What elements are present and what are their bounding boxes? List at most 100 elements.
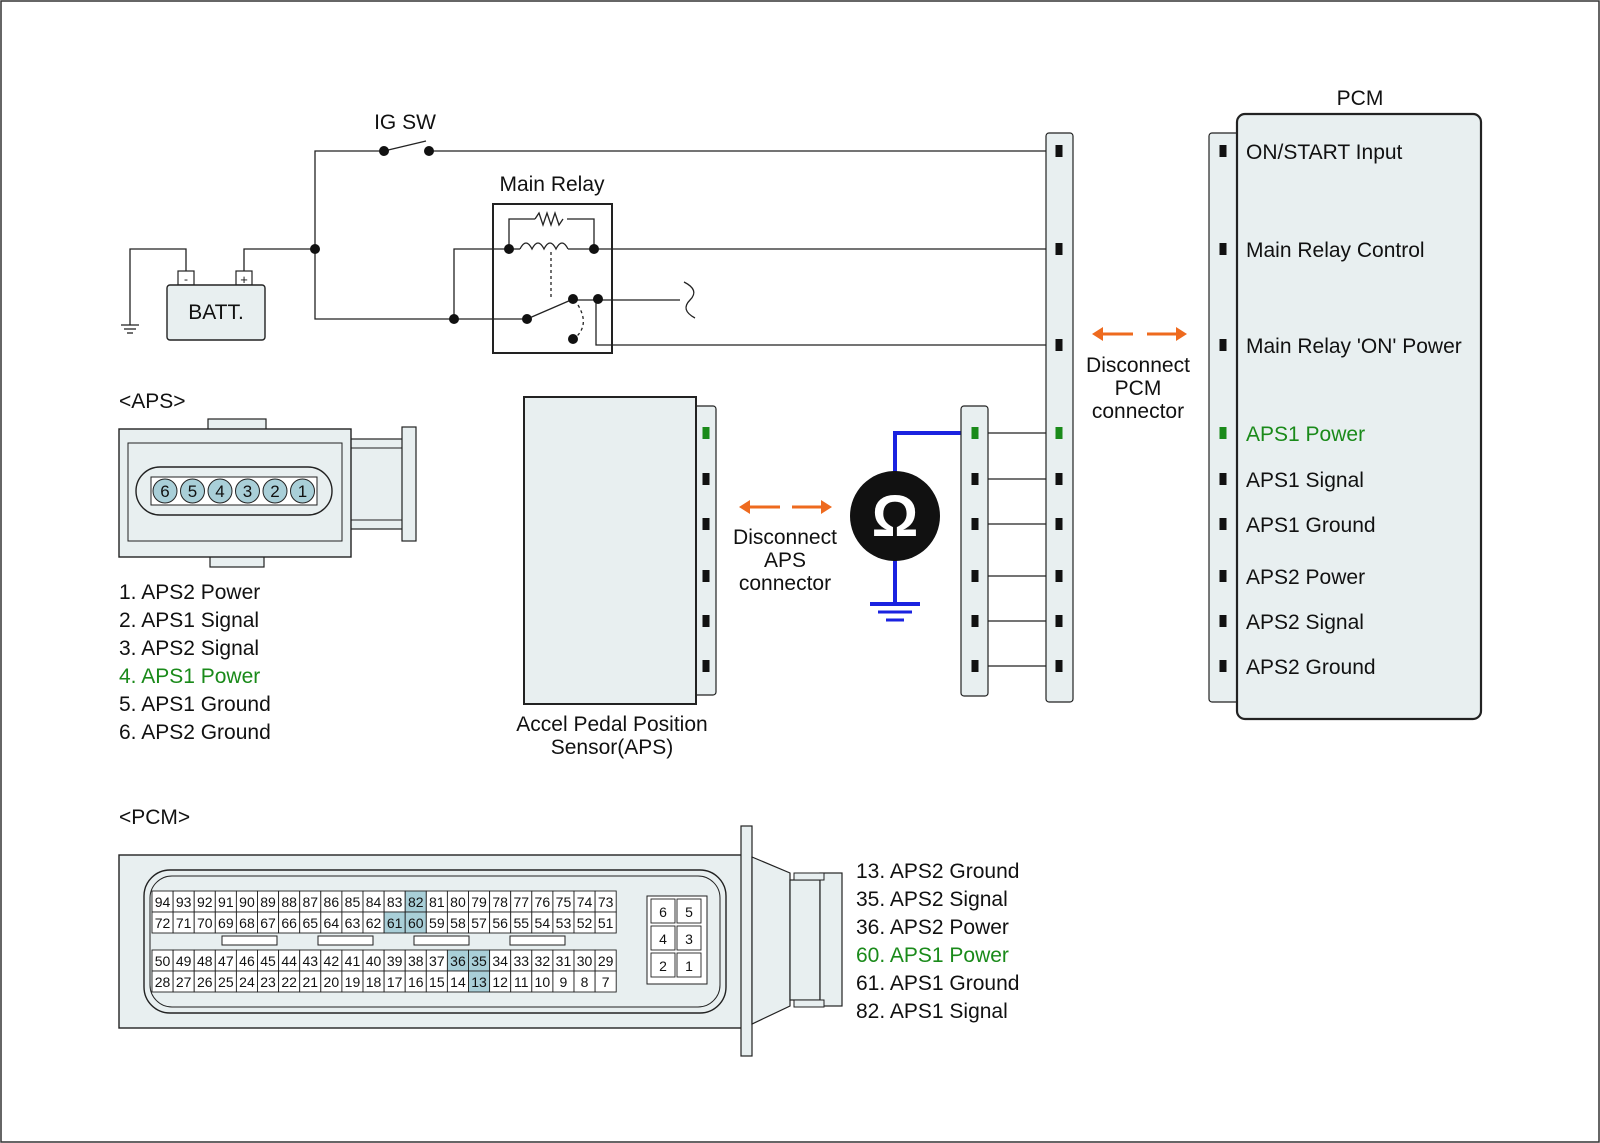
- pcm-key-slot: [221, 935, 278, 946]
- pcm-small-pin-number: 4: [659, 931, 667, 947]
- pcm-harness-pin: [1055, 243, 1063, 255]
- pcm-small-pin-cell: [676, 925, 702, 951]
- pcm-legend-item: 35. APS2 Signal: [856, 888, 1008, 911]
- pcm-pin-number: 73: [598, 894, 614, 910]
- pcm-pin-number: 91: [218, 894, 234, 910]
- pcm-pin-number: 82: [408, 894, 424, 910]
- pcm-pin-number: 18: [366, 974, 382, 990]
- pcm-terminal-label: APS1 Signal: [1246, 469, 1364, 492]
- pcm-terminal-label: APS1 Power: [1246, 423, 1365, 446]
- pcm-pin-number: 64: [324, 915, 340, 931]
- pcm-pin-number: 74: [577, 894, 593, 910]
- pcm-pin-number: 68: [239, 915, 255, 931]
- pcm-pin-number: 76: [535, 894, 551, 910]
- aps-face-pin: [152, 478, 178, 504]
- aps-sensor-pin: [702, 570, 710, 582]
- pcm-pin-number: 10: [535, 974, 551, 990]
- pcm-pin-number: 80: [450, 894, 466, 910]
- pcm-pin-number: 12: [492, 974, 508, 990]
- pcm-pin-cell: [594, 970, 617, 993]
- pcm-harness-pin: [1055, 339, 1063, 351]
- pcm-pin-number: 92: [197, 894, 213, 910]
- aps-face-pin: [262, 478, 288, 504]
- pcm-pin-number: 66: [281, 915, 297, 931]
- harness-pin: [971, 518, 979, 530]
- pcm-pin-number: 62: [366, 915, 382, 931]
- pcm-pin-number: 36: [450, 953, 466, 969]
- pcm-terminal-pin: [1219, 518, 1227, 530]
- pcm-pin-number: 19: [345, 974, 361, 990]
- pcm-small-pin-cell: [650, 952, 676, 978]
- pcm-terminal-label: ON/START Input: [1246, 141, 1403, 164]
- pcm-pin-number: 21: [302, 974, 318, 990]
- pcm-small-pin-number: 2: [659, 958, 667, 974]
- main-relay-label: Main Relay: [499, 173, 605, 196]
- pcm-harness-pin: [1055, 570, 1063, 582]
- pcm-pin-number: 83: [387, 894, 403, 910]
- pcm-pin-number: 31: [556, 953, 572, 969]
- pcm-small-pin-cell: [650, 925, 676, 951]
- disconnect-aps-arrows: [739, 500, 832, 514]
- ig-switch-label: IG SW: [374, 111, 436, 134]
- pcm-pin-number: 59: [429, 915, 445, 931]
- pcm-legend-item: 82. APS1 Signal: [856, 1000, 1008, 1023]
- disconnect-pcm-label-line1: Disconnect: [1086, 354, 1190, 377]
- pcm-pin-number: 30: [577, 953, 593, 969]
- pcm-pin-number: 86: [324, 894, 340, 910]
- pcm-pin-number: 15: [429, 974, 445, 990]
- pcm-pin-number: 93: [176, 894, 192, 910]
- pcm-terminal-pin: [1219, 615, 1227, 627]
- pcm-pin-number: 69: [218, 915, 234, 931]
- pcm-pin-number: 78: [492, 894, 508, 910]
- pcm-pin-number: 71: [176, 915, 192, 931]
- pcm-pin-number: 32: [535, 953, 551, 969]
- pcm-terminal-pin: [1219, 243, 1227, 255]
- pcm-pin-number: 22: [281, 974, 297, 990]
- aps-face-pin-number: 4: [215, 482, 224, 501]
- pcm-pin-number: 70: [197, 915, 213, 931]
- pcm-harness-pin: [1055, 145, 1063, 157]
- pcm-pin-number: 48: [197, 953, 213, 969]
- pcm-pin-number: 7: [602, 974, 610, 990]
- pcm-terminal-pin: [1219, 660, 1227, 672]
- pcm-pin-number: 13: [471, 974, 487, 990]
- pcm-pin-number: 20: [324, 974, 340, 990]
- pcm-title: PCM: [1337, 87, 1384, 110]
- pcm-pin-number: 53: [556, 915, 572, 931]
- pcm-pin-number: 67: [260, 915, 276, 931]
- pcm-pin-number: 88: [281, 894, 297, 910]
- disconnect-pcm-label-line2: PCM: [1115, 377, 1162, 400]
- aps-legend-item: 6. APS2 Ground: [119, 721, 271, 744]
- pcm-terminal-pin: [1219, 145, 1227, 157]
- pcm-pin-number: 35: [471, 953, 487, 969]
- aps-sensor-pin: [702, 518, 710, 530]
- pcm-small-pin-number: 3: [685, 931, 693, 947]
- aps-sensor-label-line2: Sensor(APS): [551, 736, 674, 759]
- battery-minus-label: -: [184, 272, 188, 286]
- pcm-pin-number: 40: [366, 953, 382, 969]
- pcm-pin-number: 84: [366, 894, 382, 910]
- pcm-pin-number: 56: [492, 915, 508, 931]
- pcm-pin-number: 46: [239, 953, 255, 969]
- battery: - + BATT.: [166, 270, 266, 341]
- aps-legend-item: 2. APS1 Signal: [119, 609, 259, 632]
- aps-sensor-pin: [702, 615, 710, 627]
- pcm-pin-number: 54: [535, 915, 551, 931]
- pcm-pin-number: 52: [577, 915, 593, 931]
- pcm-key-slot: [317, 935, 374, 946]
- harness-connector-strip: [960, 405, 989, 697]
- pcm-pin-number: 14: [450, 974, 466, 990]
- pcm-pin-cell: [594, 911, 617, 934]
- pcm-pin-number: 44: [281, 953, 297, 969]
- disconnect-pcm-arrows: [1092, 327, 1187, 341]
- pcm-pin-number: 11: [514, 974, 529, 990]
- pcm-pin-number: 65: [302, 915, 318, 931]
- pcm-pin-number: 24: [239, 974, 255, 990]
- pcm-pin-number: 43: [302, 953, 318, 969]
- pcm-terminal-label: Main Relay 'ON' Power: [1246, 335, 1462, 358]
- pcm-pin-number: 85: [345, 894, 361, 910]
